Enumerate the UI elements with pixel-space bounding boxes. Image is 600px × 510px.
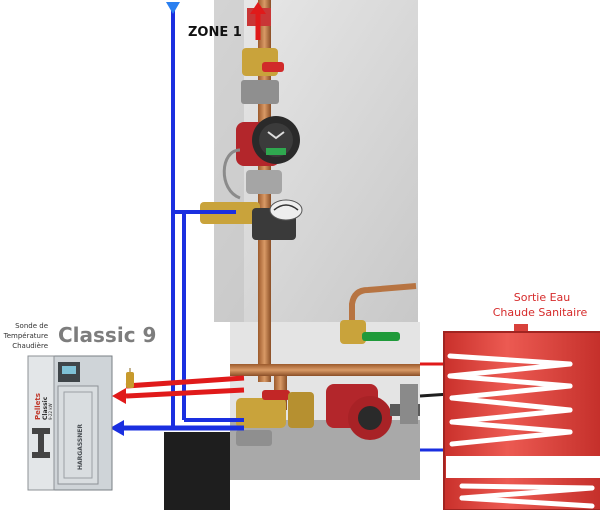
boiler-model-title: Classic 9 bbox=[58, 323, 156, 347]
green-valve-handle bbox=[362, 332, 400, 341]
boiler-door bbox=[57, 385, 99, 485]
boiler-panel-left bbox=[27, 355, 55, 491]
brass-tee-lower bbox=[236, 398, 286, 428]
coil-turn bbox=[449, 395, 573, 413]
sonde-label-line1: Sonde de bbox=[15, 322, 48, 330]
boiler-display bbox=[62, 366, 76, 374]
coil-turn bbox=[447, 361, 573, 379]
temperature-sensor bbox=[126, 372, 134, 388]
logo-h-stem bbox=[38, 434, 44, 452]
arrow-left-icon bbox=[112, 388, 126, 404]
hot-water-tank: Sortie Eau Chaude Sanitaire bbox=[443, 291, 600, 510]
tank-top-stub bbox=[514, 324, 528, 334]
red-supply-upper bbox=[125, 375, 245, 389]
pump-lower-core bbox=[358, 406, 382, 430]
actuator-scale bbox=[273, 204, 299, 211]
arrow-left-icon bbox=[110, 420, 124, 436]
copper-horizontal-top bbox=[230, 364, 420, 376]
coil-lower-2 bbox=[459, 485, 595, 501]
boiler: Sonde de Température Chaudière Classic 9… bbox=[3, 322, 156, 491]
actuator-dial bbox=[269, 199, 303, 221]
logo-text-line2: Classic bbox=[42, 396, 49, 420]
dark-post bbox=[164, 432, 230, 510]
red-valve-handle bbox=[262, 62, 284, 72]
tank-outlet-label-line1: Sortie Eau bbox=[514, 291, 571, 304]
grey-fitting-mid bbox=[246, 170, 282, 194]
coil-turn bbox=[449, 429, 573, 447]
cold-pipe-network bbox=[110, 2, 445, 452]
logo-text-line3: 9-22 kW bbox=[48, 403, 53, 420]
arrow-down-icon bbox=[166, 2, 180, 14]
red-supply-lower bbox=[125, 387, 245, 399]
pump-lower-box bbox=[400, 384, 418, 424]
logo-text-line1: Pellets bbox=[34, 393, 42, 420]
pump-indicator bbox=[266, 148, 286, 155]
hot-pipe-network bbox=[112, 2, 451, 404]
zone-label: ZONE 1 bbox=[188, 25, 242, 40]
coil-turn bbox=[449, 383, 573, 401]
boiler-brand-logo: Pellets Classic 9-22 kW bbox=[32, 393, 53, 458]
arrow-up-icon bbox=[250, 2, 266, 14]
logo-h-bar-top bbox=[32, 428, 50, 434]
sonde-label-line2: Température bbox=[3, 332, 48, 340]
tank-heating-coil bbox=[447, 353, 595, 509]
tank-band-white bbox=[446, 456, 600, 478]
coil-turn bbox=[449, 419, 573, 435]
lower-photo bbox=[164, 283, 420, 510]
union-lower bbox=[288, 392, 314, 428]
green-valve-body bbox=[340, 320, 366, 344]
red-handle-lower bbox=[262, 390, 290, 400]
boiler-brand-side: HARGASSNER bbox=[77, 424, 84, 470]
logo-h-bar-bottom bbox=[32, 452, 50, 458]
coil-turn bbox=[447, 353, 573, 367]
capillary-tube bbox=[222, 148, 241, 200]
tank-outlet-label-line2: Chaude Sanitaire bbox=[493, 306, 588, 319]
floor-lower bbox=[230, 420, 420, 480]
coil-lower-3 bbox=[459, 495, 595, 509]
sonde-label-line3: Chaudière bbox=[12, 342, 48, 350]
upper-photo bbox=[200, 0, 418, 322]
grey-fitting-lower bbox=[236, 430, 272, 446]
grey-union bbox=[241, 80, 279, 104]
coil-turn bbox=[449, 407, 573, 425]
boiler-door-line bbox=[63, 391, 93, 479]
copper-feed-right bbox=[349, 283, 417, 322]
coil-turn bbox=[447, 373, 573, 389]
pump-logo-mark bbox=[267, 131, 285, 140]
